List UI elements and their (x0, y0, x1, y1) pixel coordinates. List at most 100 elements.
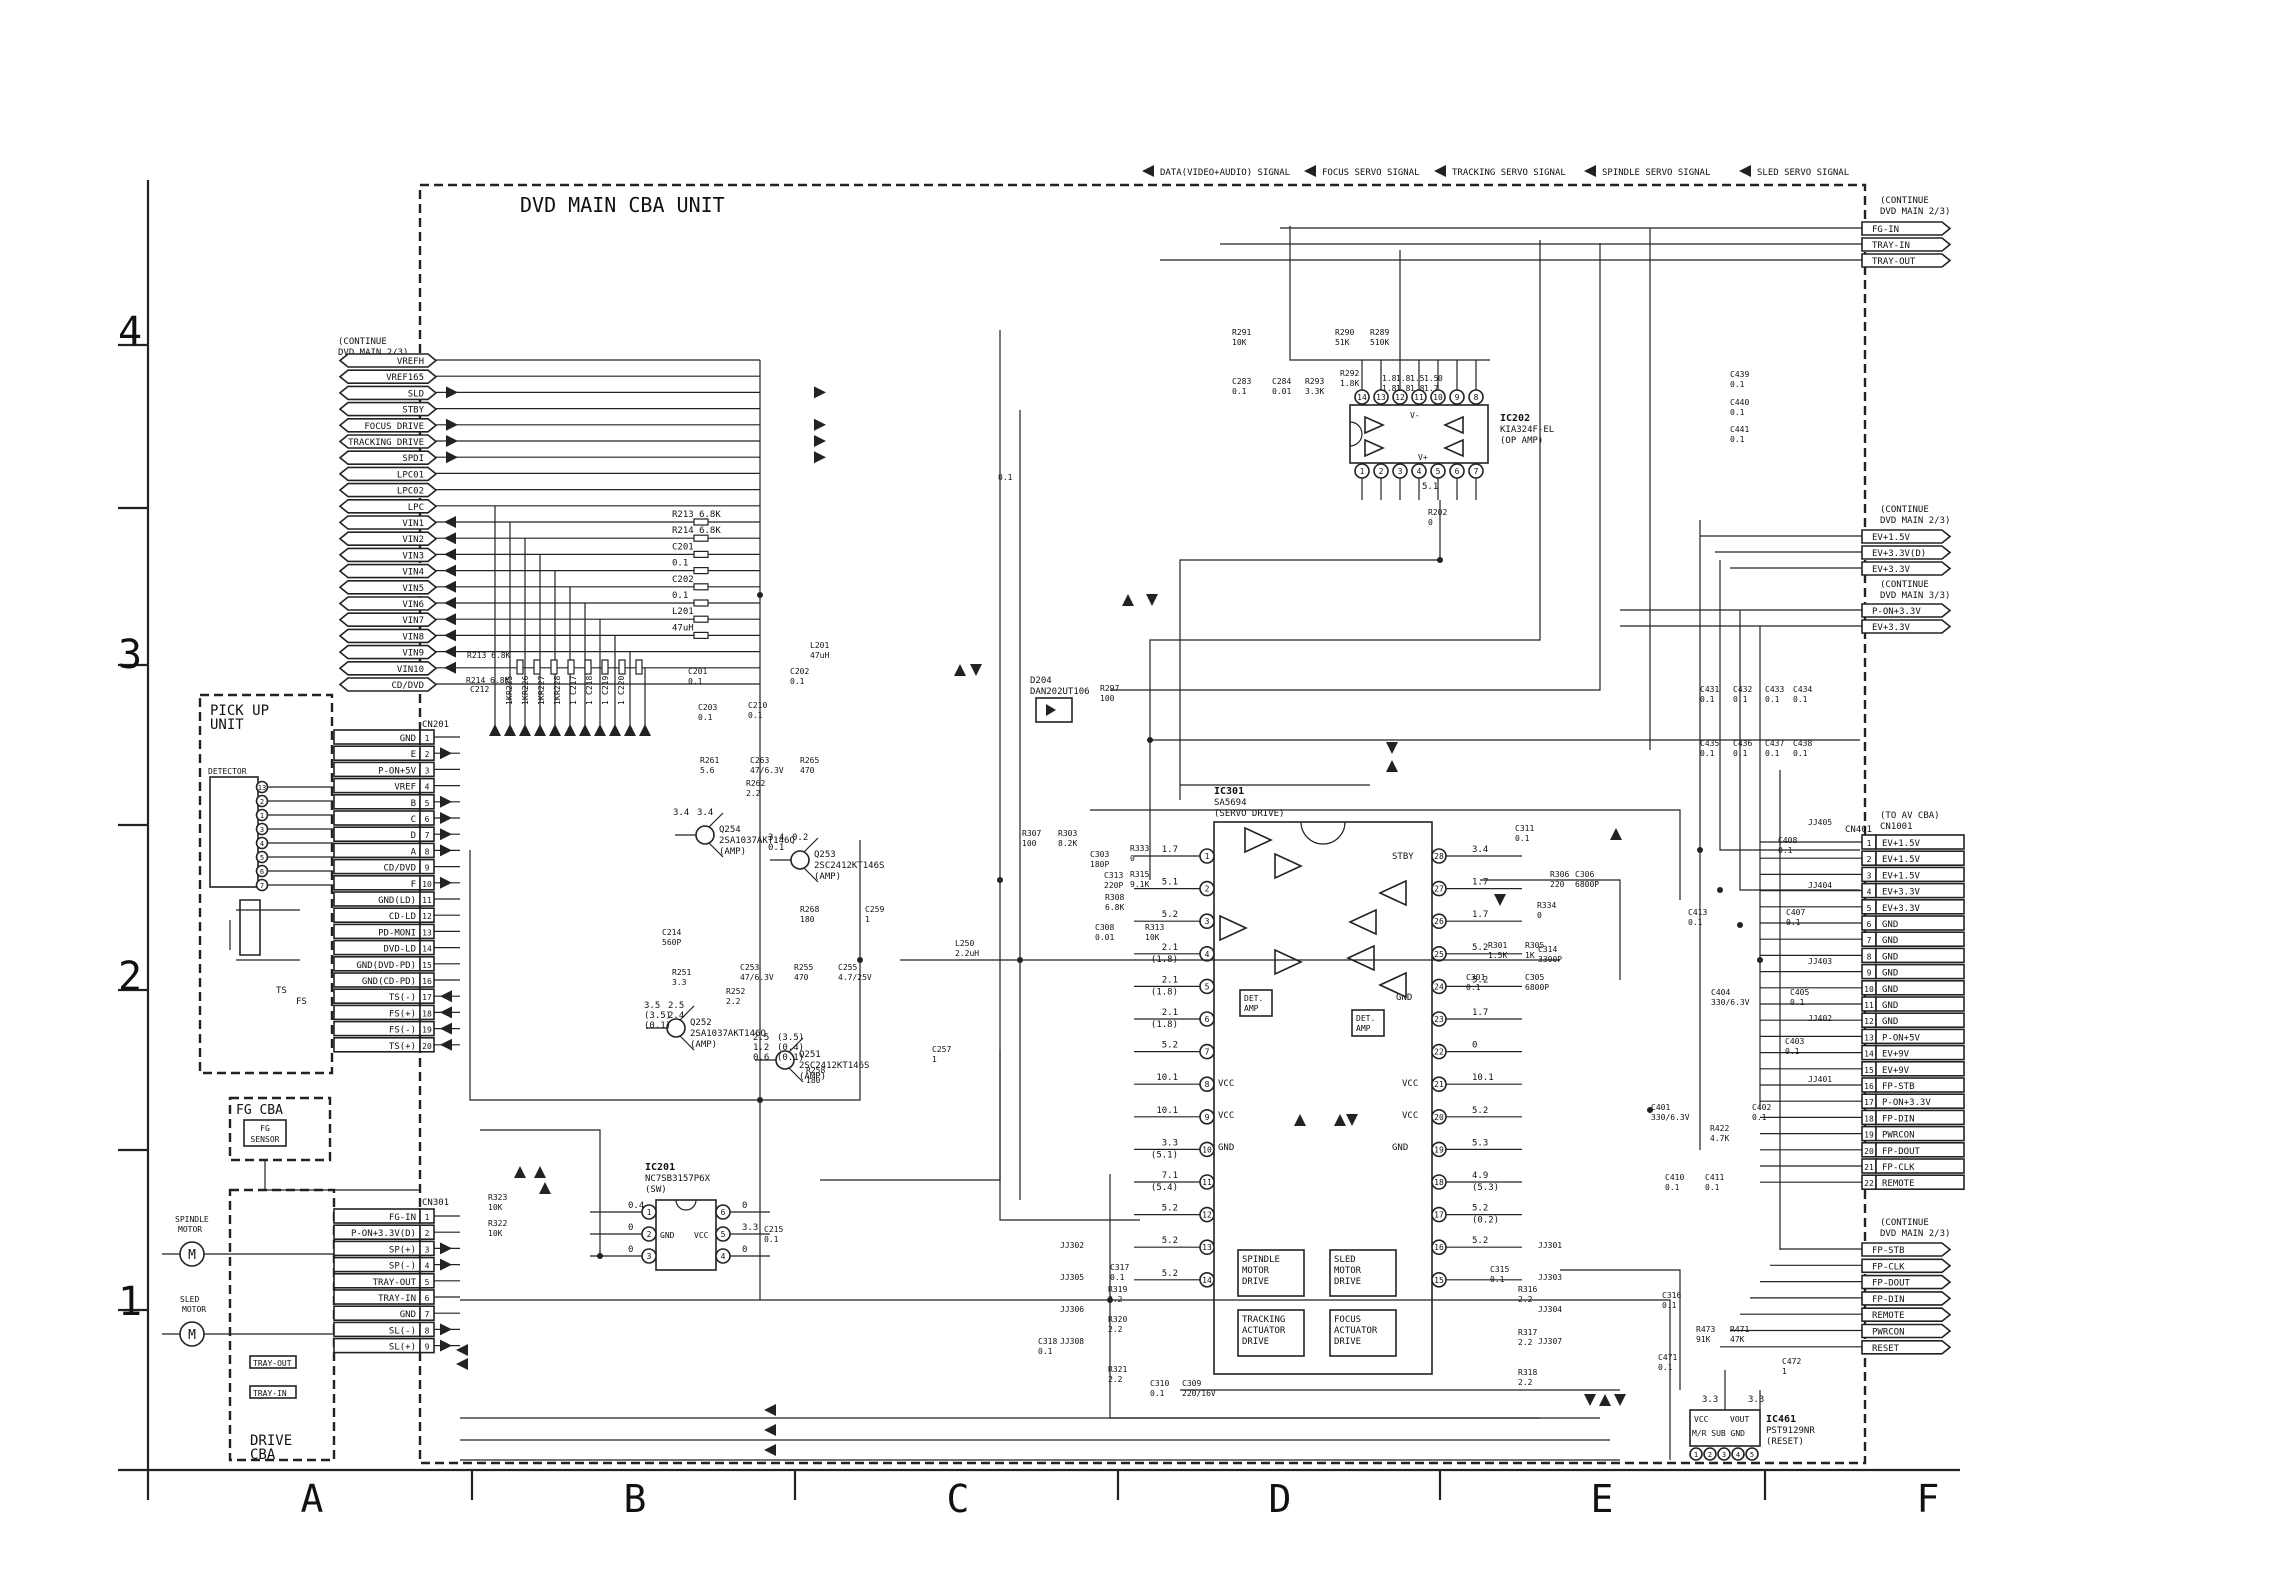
tray-switch-label: TRAY-OUT (253, 1359, 292, 1368)
component-label: 1 (865, 915, 870, 924)
component-label: C410 (1665, 1173, 1684, 1182)
resistor-label: L201 (672, 607, 694, 617)
fg-sensor-label: SENSOR (251, 1135, 280, 1144)
connector-pin-signal: EV+1.5V (1882, 839, 1921, 849)
ic-pin-number: 14 (1357, 393, 1367, 402)
pin-voltage: 0.6 (753, 1053, 769, 1063)
grid-col-label: F (1917, 1477, 1940, 1521)
connector-pin-number: 1 (1867, 839, 1872, 848)
connector-pin-number: 18 (1864, 1114, 1874, 1123)
grid-col-label: D (1269, 1477, 1292, 1521)
resistor (533, 659, 541, 675)
ic-pin-number: 9 (1205, 1113, 1210, 1122)
component-label: C219 (601, 676, 610, 695)
ic-pin-name: V+ (1418, 453, 1428, 462)
connector-pin-number: 17 (1864, 1098, 1874, 1107)
pin-voltage: 0.4 (628, 1201, 644, 1211)
component-label: C210 (748, 701, 767, 710)
ic-pin-number: 7 (1205, 1048, 1210, 1057)
signal-arrow (1334, 1114, 1346, 1126)
signal-arrow (549, 724, 561, 736)
component-label: 2.2 (1108, 1325, 1123, 1334)
component-label: 2.2uH (955, 949, 979, 958)
component-label: 220/16V (1182, 1389, 1216, 1398)
connector-pin-number: 12 (1864, 1017, 1874, 1026)
ic-pin-number: 9 (1455, 393, 1460, 402)
signal-arrow (440, 844, 452, 857)
component-label: 0.1 (1765, 695, 1780, 704)
connector-pin-signal: FP-CLK (1882, 1163, 1915, 1173)
component-label: C203 (698, 703, 717, 712)
junction (1737, 922, 1743, 928)
pin-voltage: (0.4) (777, 1043, 804, 1053)
connector-pin-cell (1875, 898, 1965, 915)
ic-pin-number: 5 (1750, 1451, 1754, 1459)
component-label: C413 (1688, 908, 1707, 917)
fg-sensor-box (243, 1119, 287, 1147)
connector-pin-signal: GND (1882, 969, 1898, 979)
signal-arrow (764, 1444, 776, 1456)
signal-arrow (444, 516, 456, 528)
component-label: C401 (1651, 1103, 1670, 1112)
driver-block (1237, 1309, 1305, 1357)
ic-func: (SERVO DRIVE) (1214, 809, 1284, 819)
resistor (601, 659, 609, 675)
component-label: 180 (800, 915, 815, 924)
legend-arrow (1434, 165, 1446, 177)
pin-voltage: 1.7 (1424, 384, 1439, 393)
junction (1717, 887, 1723, 893)
component-label: C217 (569, 676, 578, 695)
op-amp-symbol (1274, 948, 1303, 976)
drive-cba-title: DRIVE (250, 1433, 292, 1449)
pin-voltage: 2.1 (1162, 1008, 1178, 1018)
left-connector-signal: LPC02 (397, 487, 424, 497)
wire (264, 1160, 420, 1191)
signal-arrow (440, 1022, 452, 1035)
signal-arrow (440, 795, 452, 808)
ic-notch (1300, 821, 1346, 845)
connector-pin-signal: GND (1882, 1001, 1898, 1011)
signal-arrow (609, 724, 621, 736)
ic-pin-number: 3 (1722, 1451, 1726, 1459)
ic-pin-name: VCC (1218, 1111, 1234, 1121)
pin-voltage: 5.2 (1162, 1041, 1178, 1051)
wire (1149, 240, 1541, 880)
ic-pin-name: GND (1392, 1143, 1408, 1153)
driver-block-label: SLED (1334, 1255, 1356, 1265)
signal-arrow (1386, 742, 1398, 754)
component-label: 47K (1730, 1335, 1745, 1344)
component-label: JJ404 (1808, 881, 1832, 890)
component-label: 0.1 (1752, 1113, 1767, 1122)
connector-pin-signal: REMOTE (1882, 1179, 1915, 1189)
pin-voltage: 0.2 (792, 833, 808, 843)
ic-pin-number: 1 (1360, 467, 1365, 476)
ic-pin (1717, 1447, 1731, 1461)
detector-pin (255, 822, 269, 836)
right-connector-tag (1861, 529, 1952, 544)
connector-ref: CN201 (422, 720, 449, 730)
detector-pin (255, 836, 269, 850)
component-label: 100 (1022, 839, 1037, 848)
connector-note: DVD MAIN 3/3) (1880, 591, 1950, 601)
component-label: 1 (932, 1055, 937, 1064)
connector-pin-number: 5 (425, 1278, 430, 1287)
sled-motor-label: SLED (180, 1295, 199, 1304)
component-label: 0.01 (1272, 387, 1291, 396)
signal-arrow (440, 747, 452, 760)
component-label: 100 (1100, 694, 1115, 703)
grid-row-label: 1 (118, 1279, 142, 1325)
pin-voltage: 10.1 (1156, 1073, 1178, 1083)
component-label: R321 (1108, 1365, 1127, 1374)
component-label: C310 (1150, 1379, 1169, 1388)
signal-arrow (440, 1323, 452, 1336)
ic-pin-number: 22 (1434, 1048, 1444, 1057)
left-connector-signal: SPDI (402, 454, 424, 464)
connector-pin-signal: P-ON+5V (378, 766, 417, 776)
component-label: R318 (1518, 1368, 1537, 1377)
signal-arrow (534, 1166, 546, 1178)
signal-arrow (519, 724, 531, 736)
component-label: 4.7K (1710, 1134, 1729, 1143)
component-label: R291 (1232, 328, 1251, 337)
fs-label: FS (296, 997, 307, 1007)
signal-arrow (440, 812, 452, 824)
